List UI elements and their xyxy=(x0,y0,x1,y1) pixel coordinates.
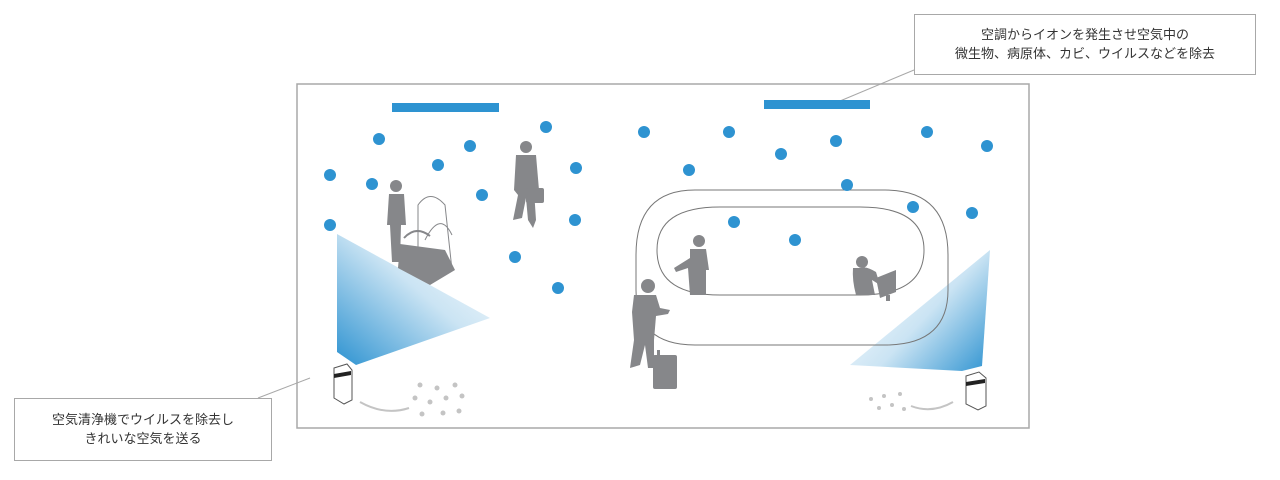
businessman-with-briefcase xyxy=(513,141,544,228)
luggage-cart-frame xyxy=(417,196,453,271)
callout-bottom-line2: きれいな空気を送る xyxy=(84,431,202,447)
callout-ion-emission: 空調からイオンを発生させ空気中の 微生物、病原体、カビ、ウイルスなどを除去 xyxy=(914,14,1256,75)
dust-particles-right xyxy=(869,392,906,411)
callout-air-purifier: 空気清浄機でウイルスを除去し きれいな空気を送る xyxy=(14,398,272,461)
ceiling-emitter-left xyxy=(392,103,499,112)
callout-top-line1: 空調からイオンを発生させ空気中の xyxy=(980,27,1189,43)
callout-top-leader xyxy=(839,69,915,102)
air-purifier-right xyxy=(965,371,987,411)
dust-particles-left xyxy=(412,382,465,417)
ion-particles xyxy=(324,121,993,294)
airflow-arrow-right xyxy=(910,401,954,411)
receptionist-at-computer xyxy=(852,256,896,301)
purifier-beam-left xyxy=(337,234,490,365)
purifier-beam-right xyxy=(850,250,990,371)
bellhop-with-cart xyxy=(387,180,455,285)
ceiling-emitter-right xyxy=(764,100,870,109)
traveler-with-suitcase xyxy=(630,279,677,389)
callout-top-line2: 微生物、病原体、カビ、ウイルスなどを除去 xyxy=(954,46,1215,62)
receptionist-standing xyxy=(674,235,709,295)
callout-bottom-line1: 空気清浄機でウイルスを除去し xyxy=(51,412,234,428)
air-purifier-left xyxy=(333,363,353,405)
airflow-arrow-left xyxy=(359,401,410,412)
callout-bottom-leader xyxy=(257,377,311,399)
